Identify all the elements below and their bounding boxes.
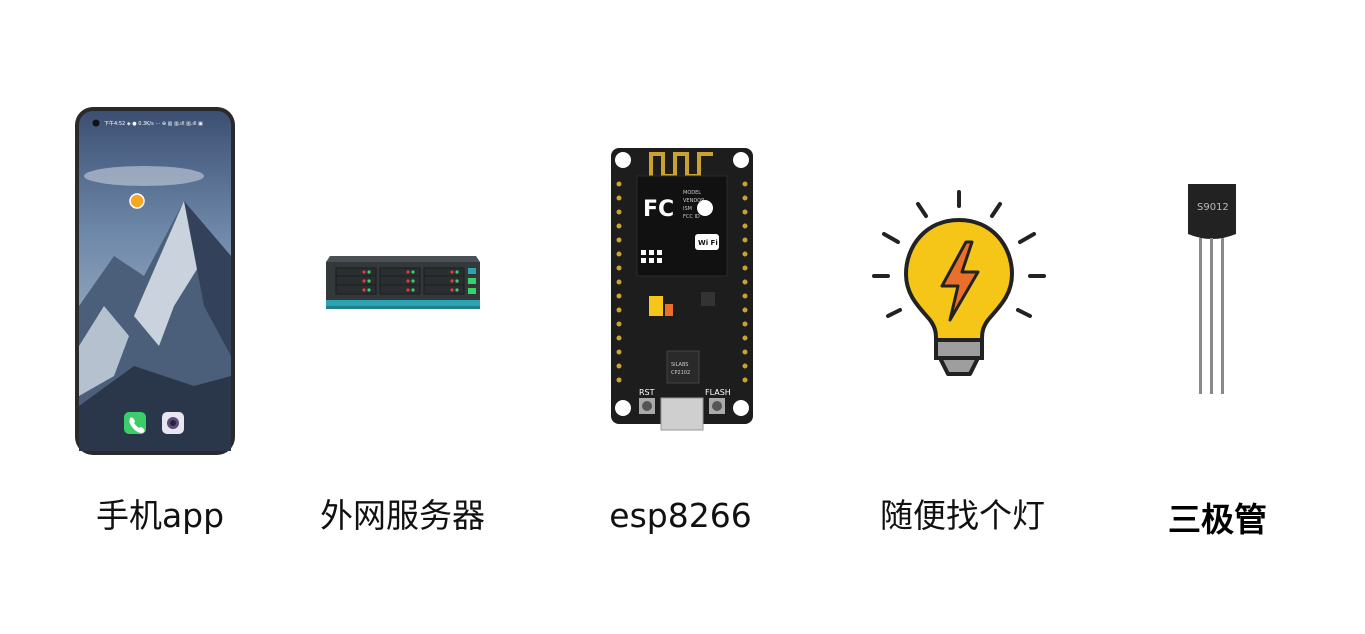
module-text-3: ISM xyxy=(683,206,692,212)
transistor-marking: S9012 xyxy=(1197,202,1229,213)
transistor-icon: S9012 xyxy=(1184,180,1240,400)
fc-logo: FC xyxy=(643,197,674,222)
chip-text-1: SILABS xyxy=(671,362,689,368)
label-transistor: 三极管 xyxy=(1140,498,1295,542)
label-esp8266: esp8266 xyxy=(598,494,763,538)
esp8266-board-icon: FC MODEL VENDOR ISM FCC ID Wi Fi SILABS … xyxy=(609,146,755,432)
module-text-1: MODEL xyxy=(683,190,701,196)
smartphone: 下午4:52 ◈ ● 0.3K/s ⋯ ⊕ ▥ ▥.ıll ▥.ıll ▣ xyxy=(74,106,236,456)
label-light-bulb: 随便找个灯 xyxy=(860,494,1065,538)
wifi-logo: Wi Fi xyxy=(698,239,718,247)
label-phone-app: 手机app xyxy=(80,494,240,538)
server xyxy=(324,248,484,312)
chip-text-2: CP2102 xyxy=(671,370,690,376)
smartphone-icon: 下午4:52 ◈ ● 0.3K/s ⋯ ⊕ ▥ ▥.ıll ▥.ıll ▣ xyxy=(74,106,236,456)
esp8266-board: FC MODEL VENDOR ISM FCC ID Wi Fi SILABS … xyxy=(609,146,755,432)
label-server: 外网服务器 xyxy=(300,494,505,538)
phone-status-bar: 下午4:52 ◈ ● 0.3K/s ⋯ ⊕ ▥ ▥.ıll ▥.ıll ▣ xyxy=(104,120,203,127)
module-text-4: FCC ID xyxy=(683,214,700,220)
transistor: S9012 xyxy=(1184,180,1240,400)
server-icon xyxy=(324,248,484,312)
rst-label: RST xyxy=(639,388,655,397)
light-bulb xyxy=(866,186,1052,382)
light-bulb-icon xyxy=(866,186,1052,382)
flash-label: FLASH xyxy=(705,388,731,397)
